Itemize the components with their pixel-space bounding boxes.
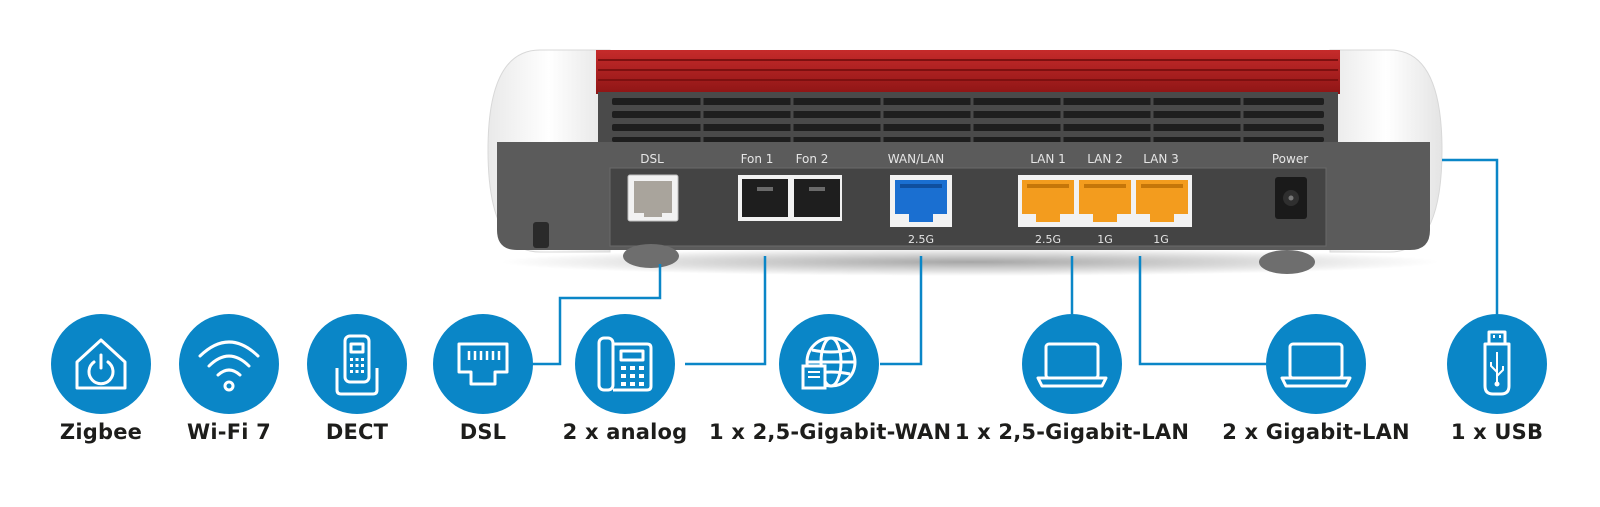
speed-label-lan1: 2.5G bbox=[1035, 233, 1061, 246]
router-red-top bbox=[596, 50, 1340, 94]
router-port-recess bbox=[609, 167, 1327, 247]
router-vent-dividers bbox=[700, 96, 1244, 144]
feature-label-lan-gigabit: 2 x Gigabit-LAN bbox=[1222, 420, 1410, 444]
port-label-power: Power bbox=[1272, 152, 1308, 166]
feature-label-usb: 1 x USB bbox=[1450, 420, 1544, 444]
usb-icon bbox=[1447, 314, 1547, 414]
connector-lan2 bbox=[1138, 256, 1266, 366]
power-jack bbox=[1275, 177, 1307, 219]
port-label-lan3: LAN 3 bbox=[1143, 152, 1179, 166]
port-label-lan1: LAN 1 bbox=[1030, 152, 1066, 166]
laptop-icon bbox=[1022, 314, 1122, 414]
feature-icons bbox=[51, 314, 1547, 414]
router-rear-view: DSL Fon 1 Fon 2 WAN/LAN LAN 1 LAN 2 LAN … bbox=[487, 49, 1443, 276]
router-shadow bbox=[500, 248, 1440, 276]
router-foot-left bbox=[623, 244, 679, 268]
router-side-clip bbox=[533, 222, 549, 248]
connector-wan bbox=[880, 256, 923, 366]
fon-ports bbox=[738, 175, 842, 221]
connector-dsl bbox=[514, 264, 662, 366]
globe-wan-icon bbox=[779, 314, 879, 414]
dsl-port bbox=[627, 174, 679, 222]
port-label-fon2: Fon 2 bbox=[796, 152, 829, 166]
analog-phone-icon bbox=[575, 314, 675, 414]
laptop-icon bbox=[1266, 314, 1366, 414]
feature-label-zigbee: Zigbee bbox=[59, 420, 143, 444]
feature-label-dect: DECT bbox=[325, 420, 389, 444]
port-label-wan: WAN/LAN bbox=[888, 152, 945, 166]
connector-analog bbox=[685, 256, 767, 366]
speed-label-lan2: 1G bbox=[1097, 233, 1113, 246]
lan-ports bbox=[1018, 175, 1192, 227]
router-foot-right bbox=[1259, 250, 1315, 274]
wifi-icon bbox=[179, 314, 279, 414]
dect-phone-icon bbox=[307, 314, 407, 414]
router-red-ridges bbox=[598, 59, 1338, 81]
connector-usb bbox=[1442, 158, 1499, 314]
zigbee-home-icon bbox=[51, 314, 151, 414]
wan-port bbox=[890, 175, 952, 227]
port-label-lan2: LAN 2 bbox=[1087, 152, 1123, 166]
feature-label-wan: 1 x 2,5-Gigabit-WAN bbox=[709, 420, 952, 444]
port-label-fon1: Fon 1 bbox=[741, 152, 774, 166]
speed-label-lan3: 1G bbox=[1153, 233, 1169, 246]
speed-label-wan: 2.5G bbox=[908, 233, 934, 246]
feature-label-wifi: Wi-Fi 7 bbox=[187, 420, 271, 444]
feature-label-lan-25g: 1 x 2,5-Gigabit-LAN bbox=[954, 420, 1190, 444]
router-vent-slots bbox=[612, 98, 1324, 142]
port-label-dsl: DSL bbox=[640, 152, 664, 166]
feature-label-dsl: DSL bbox=[459, 420, 507, 444]
feature-label-analog: 2 x analog bbox=[562, 420, 688, 444]
dsl-port-icon bbox=[433, 314, 533, 414]
connector-lines bbox=[514, 158, 1499, 366]
